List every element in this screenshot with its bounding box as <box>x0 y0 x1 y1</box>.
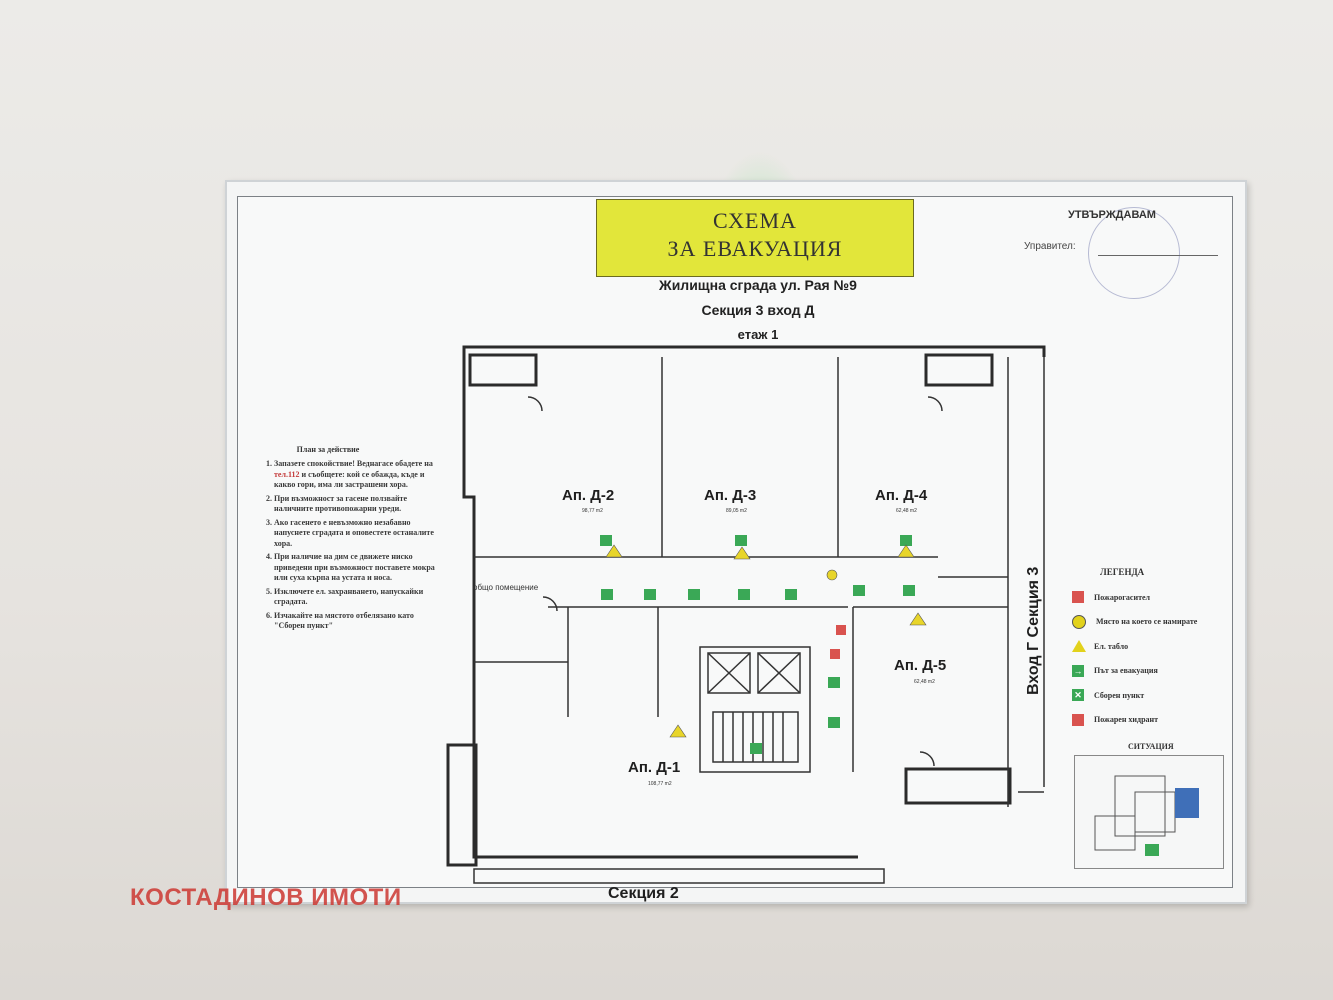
door-d5 <box>919 751 935 767</box>
sign-frame: СХЕМА ЗА ЕВАКУАЦИЯ Жилищна сграда ул. Ра… <box>237 196 1233 902</box>
situation-map <box>1074 755 1224 869</box>
action-plan-list: Запазете спокойствие! Веднагасе обадете … <box>256 459 444 635</box>
room-d1-area: 108,77 m2 <box>648 781 672 787</box>
assembly-point-icon: ✕ <box>1072 689 1084 702</box>
section-2-label: Секция 2 <box>608 885 679 902</box>
action-plan-step: Ако гасенето е невъзможно незабавно напу… <box>274 518 444 550</box>
room-d3-area: 89,05 m2 <box>726 508 747 514</box>
approval-stamp <box>1088 207 1180 299</box>
building-name: Жилищна сграда ул. Рая №9 <box>659 277 857 293</box>
room-d1-label: Ап. Д-1 <box>628 759 681 776</box>
elevator-1 <box>707 652 751 694</box>
door-d4 <box>927 396 943 412</box>
section-3-label: Вход Г Секция 3 <box>1025 566 1042 695</box>
approve-label: УТВЪРЖДАВАМ <box>1068 209 1156 221</box>
common-room-label: общо помещение <box>473 583 539 592</box>
electric-panel-icon <box>1072 640 1086 653</box>
legend-item: Пожарен хидрант <box>1072 708 1197 733</box>
legend-item: → Път за евакуация <box>1072 659 1197 684</box>
core-block <box>699 646 811 773</box>
evacuation-sign-board: СХЕМА ЗА ЕВАКУАЦИЯ Жилищна сграда ул. Ра… <box>225 180 1247 904</box>
action-plan-step: Изключете ел. захранването, напускайки с… <box>274 587 444 608</box>
signature-line <box>1098 255 1218 256</box>
room-d3-label: Ап. Д-3 <box>704 487 757 504</box>
fire-hydrant-icon <box>1072 713 1084 726</box>
situation-assembly-point <box>1145 844 1159 856</box>
title-line-2: ЗА ЕВАКУАЦИЯ <box>667 236 843 261</box>
title-box: СХЕМА ЗА ЕВАКУАЦИЯ <box>596 199 914 277</box>
fire-extinguisher-icon <box>1072 591 1084 604</box>
door-common <box>542 596 558 612</box>
fire-extinguisher-marker <box>830 649 840 659</box>
evacuation-arrow-icon: → <box>1072 664 1084 677</box>
you-are-here-icon <box>1072 614 1086 629</box>
action-plan-step: Запазете спокойствие! Веднагасе обадете … <box>274 459 444 491</box>
legend-item-label: Пожарогасител <box>1094 592 1151 602</box>
action-plan-step: При възможност за гасене ползвайте налич… <box>274 494 444 515</box>
elevator-2 <box>757 652 801 694</box>
electric-panel-markers <box>605 544 927 738</box>
balcony-top-left <box>468 353 538 387</box>
balcony-left <box>446 743 478 867</box>
action-plan-step: При наличие на дим се движете ниско прив… <box>274 552 444 584</box>
evacuation-route-markers <box>600 535 915 754</box>
legend-item: ✕ Сборен пункт <box>1072 683 1197 708</box>
room-d5-label: Ап. Д-5 <box>894 657 947 674</box>
action-plan-step: Изчакайте на мястото отбелязано като "Сб… <box>274 611 444 632</box>
action-plan-title: План за действие <box>296 445 360 454</box>
section-2-strip <box>473 868 885 884</box>
legend-item: Ел. табло <box>1072 634 1197 659</box>
fire-hydrant-marker <box>836 625 846 635</box>
legend-item-label: Път за евакуация <box>1094 666 1158 676</box>
floor-label: етаж 1 <box>737 327 779 342</box>
legend-item: Пожарогасител <box>1072 585 1197 610</box>
floor-plan <box>446 345 1046 884</box>
legend-item-label: Място на което се намирате <box>1096 617 1198 627</box>
stairs <box>712 711 799 763</box>
you-are-here-marker <box>826 569 838 581</box>
legend-item-label: Ел. табло <box>1094 641 1129 651</box>
watermark-text: КОСТАДИНОВ ИМОТИ <box>130 884 402 911</box>
legend-item: Място на което се намирате <box>1072 610 1197 635</box>
title-line-1: СХЕМА <box>713 208 797 233</box>
legend-item-label: Пожарен хидрант <box>1094 715 1159 725</box>
outer-wall-left <box>462 347 858 859</box>
room-d2-area: 98,77 m2 <box>582 508 603 514</box>
manager-label: Управител: <box>1024 241 1076 252</box>
current-section-highlight <box>1175 788 1199 818</box>
balcony-top-right <box>924 353 994 387</box>
balcony-bottom-right <box>904 767 1012 805</box>
legend-title: ЛЕГЕНДА <box>1100 567 1145 577</box>
room-d4-area: 62,48 m2 <box>896 508 917 514</box>
room-d4-label: Ап. Д-4 <box>875 487 928 504</box>
legend-item-label: Сборен пункт <box>1094 690 1145 700</box>
situation-title: СИТУАЦИЯ <box>1128 742 1174 751</box>
room-d2-label: Ап. Д-2 <box>562 487 615 504</box>
section-entrance: Секция 3 вход Д <box>701 302 815 318</box>
door-d2 <box>527 396 543 412</box>
room-d5-area: 62,48 m2 <box>914 679 935 685</box>
